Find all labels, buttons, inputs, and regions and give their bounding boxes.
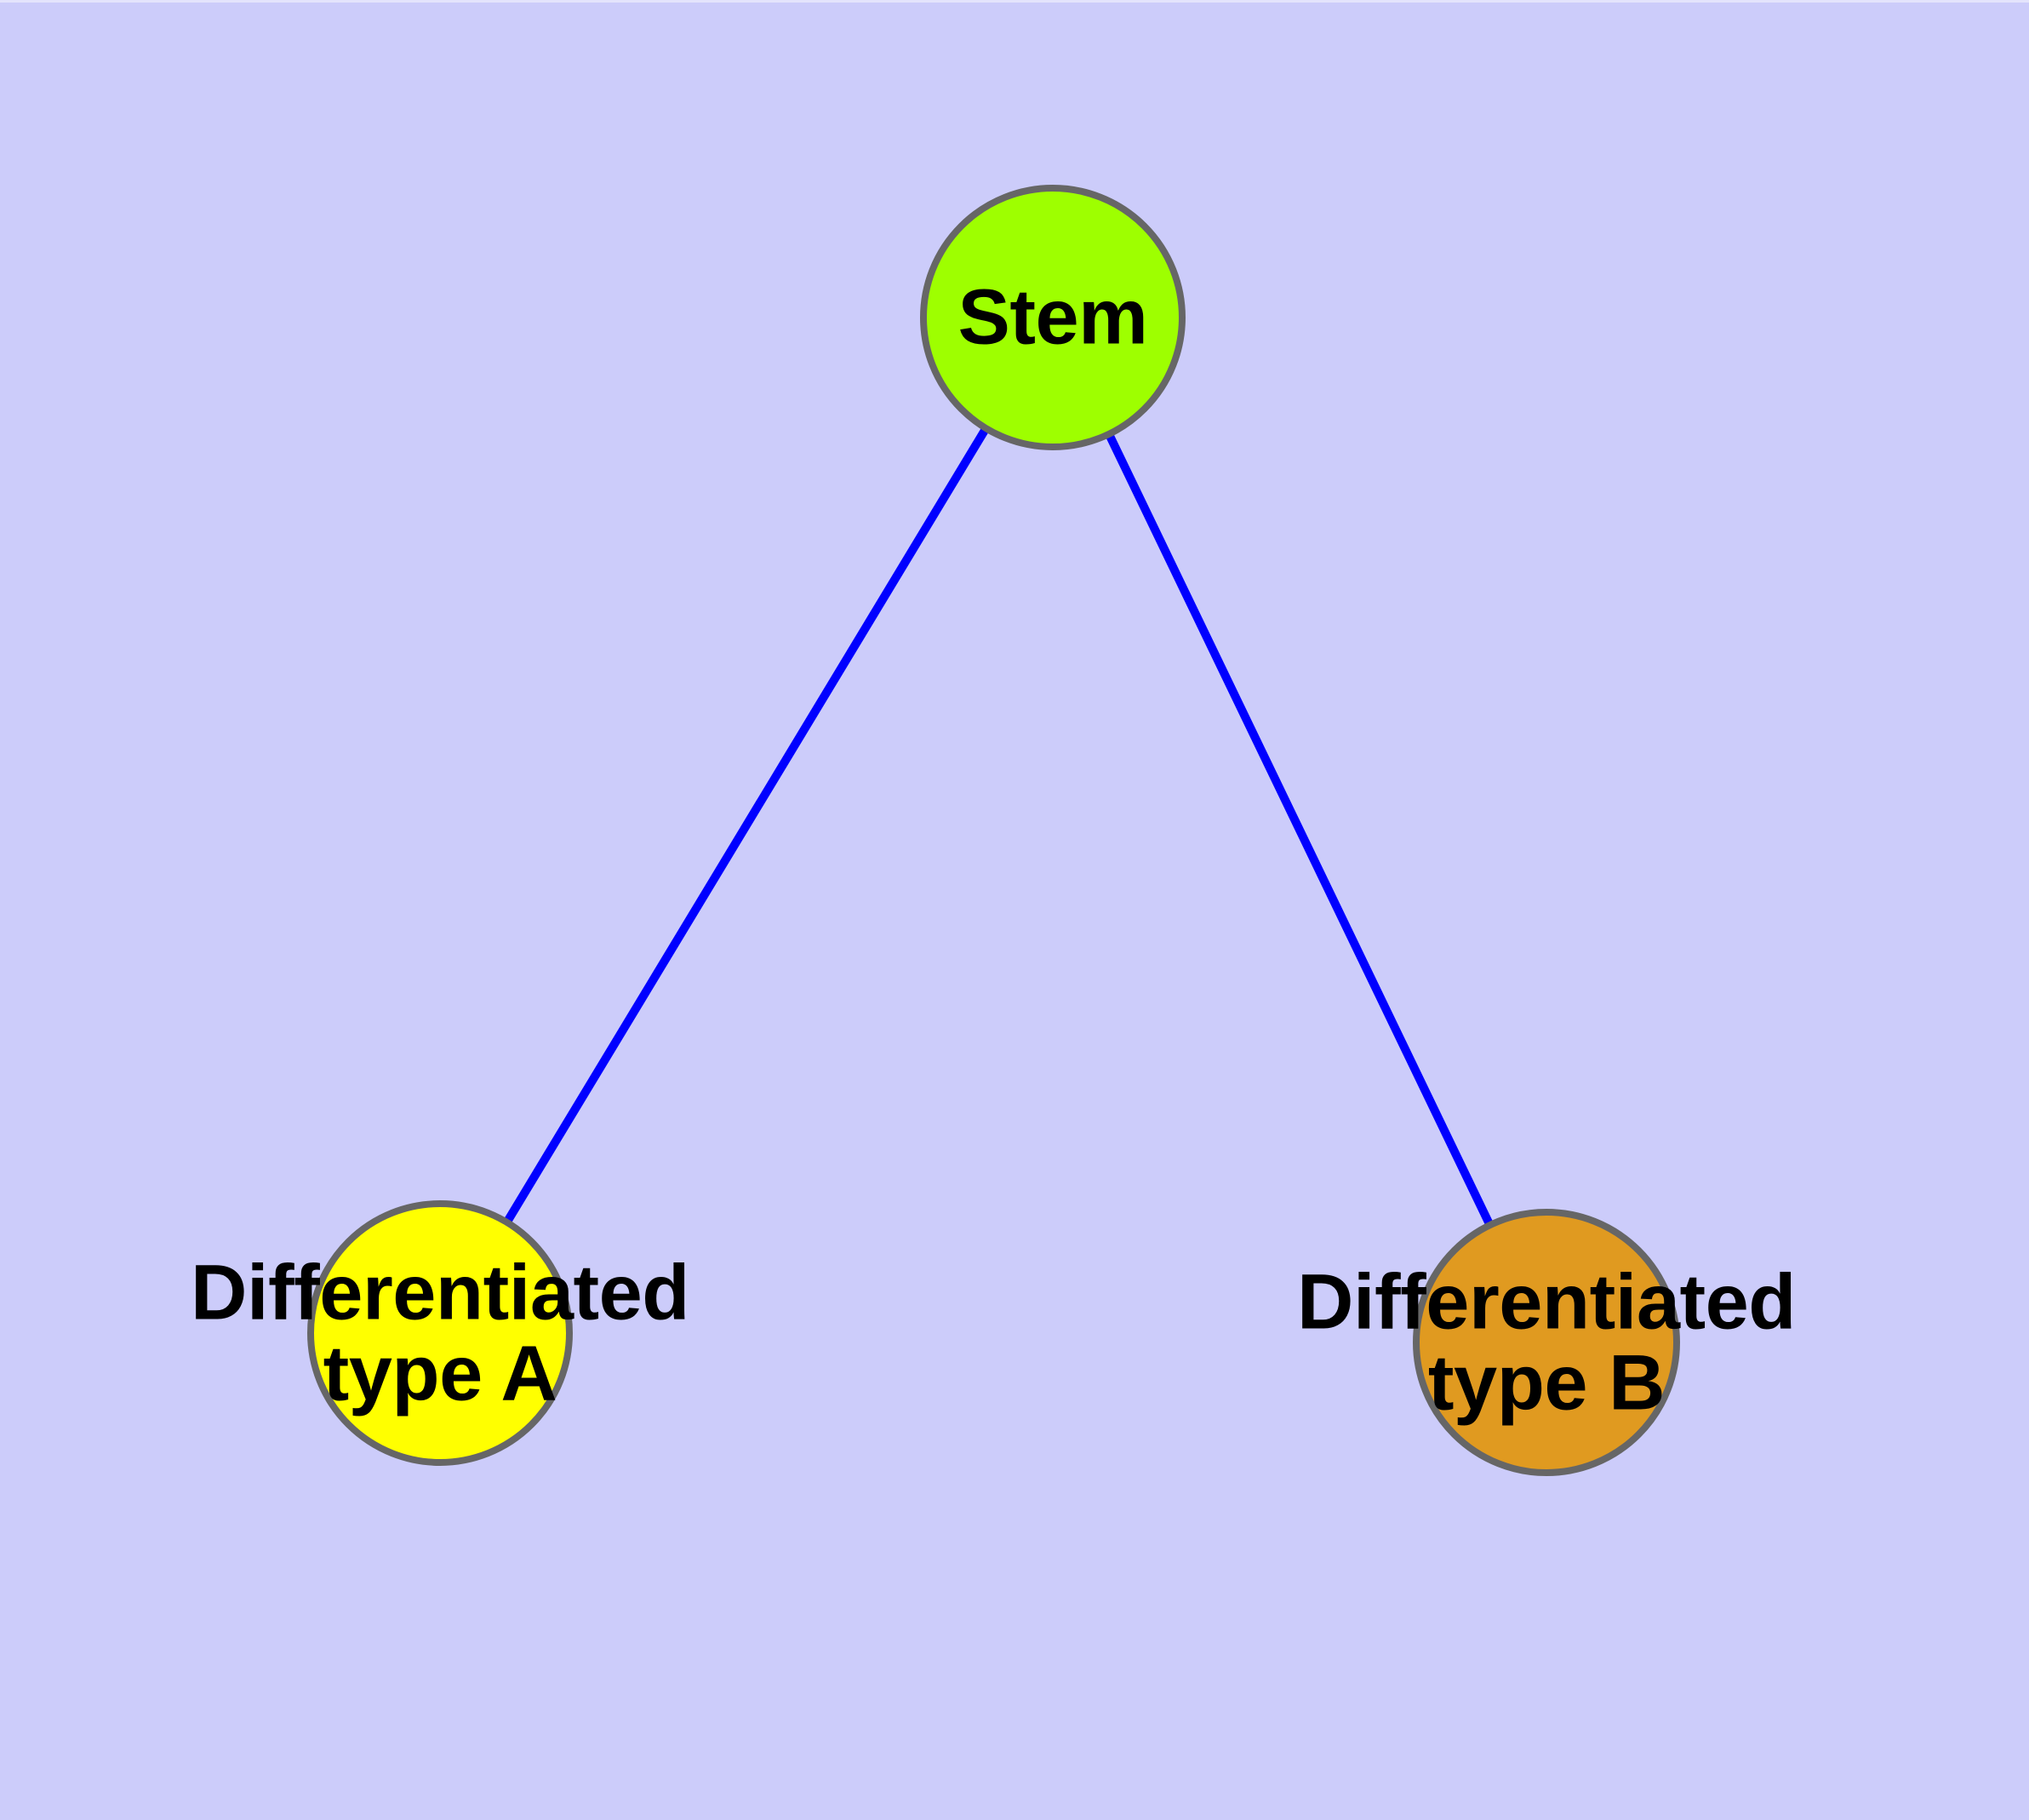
graph-node-diff_b[interactable]: [1413, 1209, 1680, 1476]
graph-node-stem[interactable]: [920, 185, 1186, 450]
graph-node-diff_a[interactable]: [307, 1200, 573, 1466]
nodes-layer: [307, 185, 1680, 1476]
top-edge-hairline: [0, 0, 2029, 3]
graph-edge-stem-to-b: [1049, 315, 1551, 1345]
graph-edge-stem-to-a: [436, 315, 1057, 1336]
edges-layer: [436, 315, 1551, 1345]
